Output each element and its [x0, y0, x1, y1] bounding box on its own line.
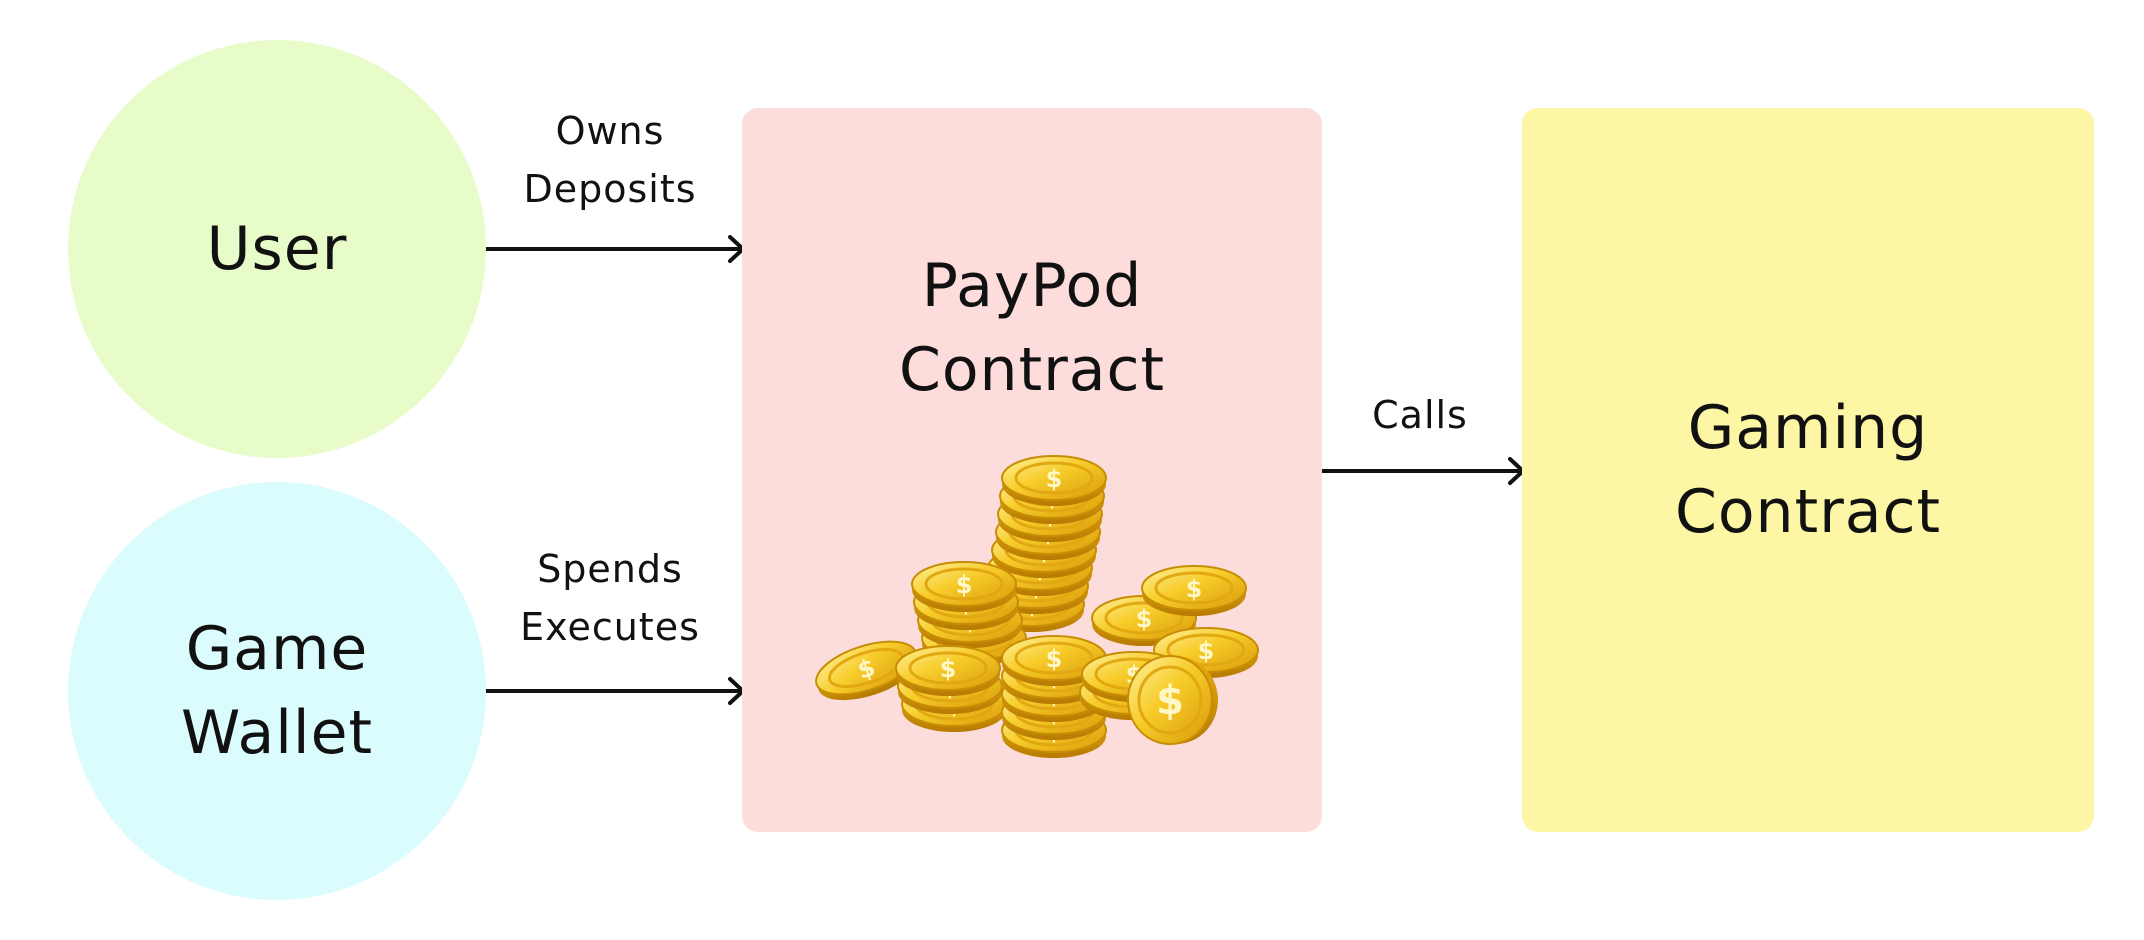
edge-label-spends-executes: Spends Executes: [500, 540, 720, 656]
gaming-label-line2: Contract: [1674, 477, 1942, 547]
gaming-contract-node: Gaming Contract: [1522, 108, 2094, 832]
game-wallet-label-line2: Wallet: [180, 698, 374, 768]
arrow-user-to-paypod: [484, 235, 745, 263]
game-wallet-label-line1: Game: [185, 614, 369, 684]
edge-label-owns: Owns: [555, 109, 665, 153]
paypod-label-line1: PayPod: [921, 251, 1143, 321]
edge-label-executes: Executes: [520, 605, 700, 649]
user-node-label: User: [206, 214, 348, 284]
game-wallet-node: Game Wallet: [68, 482, 486, 900]
arrow-paypod-to-gaming: [1320, 457, 1525, 485]
edge-label-spends: Spends: [537, 547, 683, 591]
paypod-contract-node: PayPod Contract $: [742, 108, 1322, 832]
gaming-label-line1: Gaming: [1687, 393, 1929, 463]
paypod-label-line2: Contract: [898, 335, 1166, 405]
coin-stack-front-left: [894, 644, 1008, 734]
edge-label-calls: Calls: [1372, 393, 1468, 437]
arrow-wallet-to-paypod: [484, 677, 745, 705]
gold-coins-icon: $ $: [814, 454, 1260, 760]
edge-label-deposits: Deposits: [523, 167, 697, 211]
edge-label-owns-deposits: Owns Deposits: [500, 102, 720, 218]
coin-upright: [1126, 654, 1220, 746]
user-node: User: [68, 40, 486, 458]
